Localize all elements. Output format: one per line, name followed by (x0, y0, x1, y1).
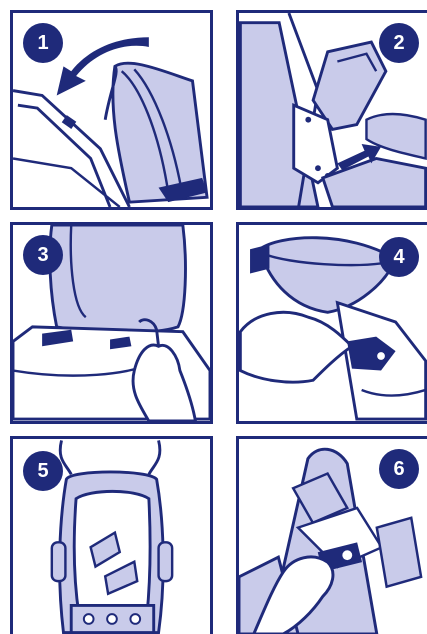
step-4-panel: 4 (236, 222, 427, 424)
step-3-panel: 3 (10, 222, 213, 424)
step-number-badge: 5 (23, 451, 63, 491)
step-1-panel: 1 (10, 10, 213, 210)
step-6-panel: 6 (236, 436, 427, 634)
step-number-badge: 4 (379, 237, 419, 277)
step-number-badge: 3 (23, 235, 63, 275)
step-number-badge: 6 (379, 449, 419, 489)
step-number-badge: 1 (23, 23, 63, 63)
step-2-panel: 2 (236, 10, 427, 210)
step-number-badge: 2 (379, 23, 419, 63)
step-5-panel: 5 (10, 436, 213, 634)
